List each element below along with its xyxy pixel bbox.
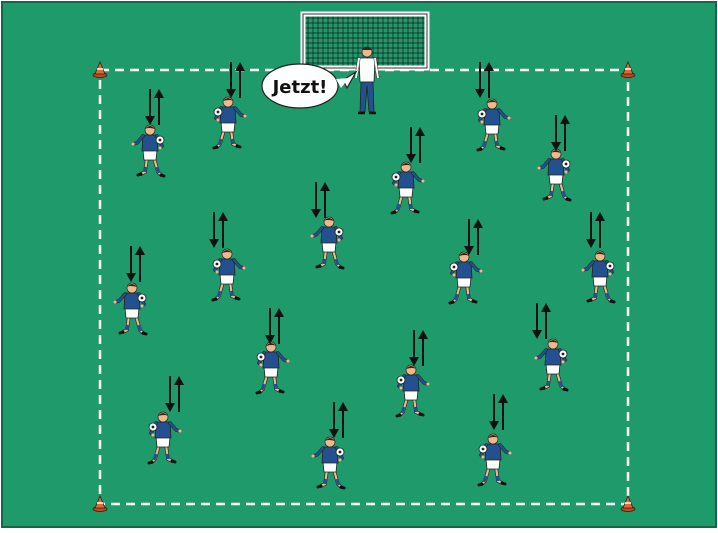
speech-bubble-text: Jetzt! xyxy=(271,77,328,98)
ball-icon xyxy=(156,136,164,144)
ball-icon xyxy=(479,445,487,453)
ball-icon xyxy=(336,448,344,456)
ball-icon xyxy=(562,160,570,168)
ball-icon xyxy=(606,262,614,270)
ball-icon xyxy=(213,260,221,268)
ball-icon xyxy=(397,376,405,384)
ball-icon xyxy=(214,108,222,116)
ball-icon xyxy=(257,353,265,361)
ball-icon xyxy=(335,228,343,236)
ball-icon xyxy=(149,423,157,431)
ball-icon xyxy=(559,350,567,358)
ball-icon xyxy=(392,173,400,181)
ball-icon xyxy=(450,263,458,271)
ball-icon xyxy=(478,110,486,118)
ball-icon xyxy=(138,294,146,302)
